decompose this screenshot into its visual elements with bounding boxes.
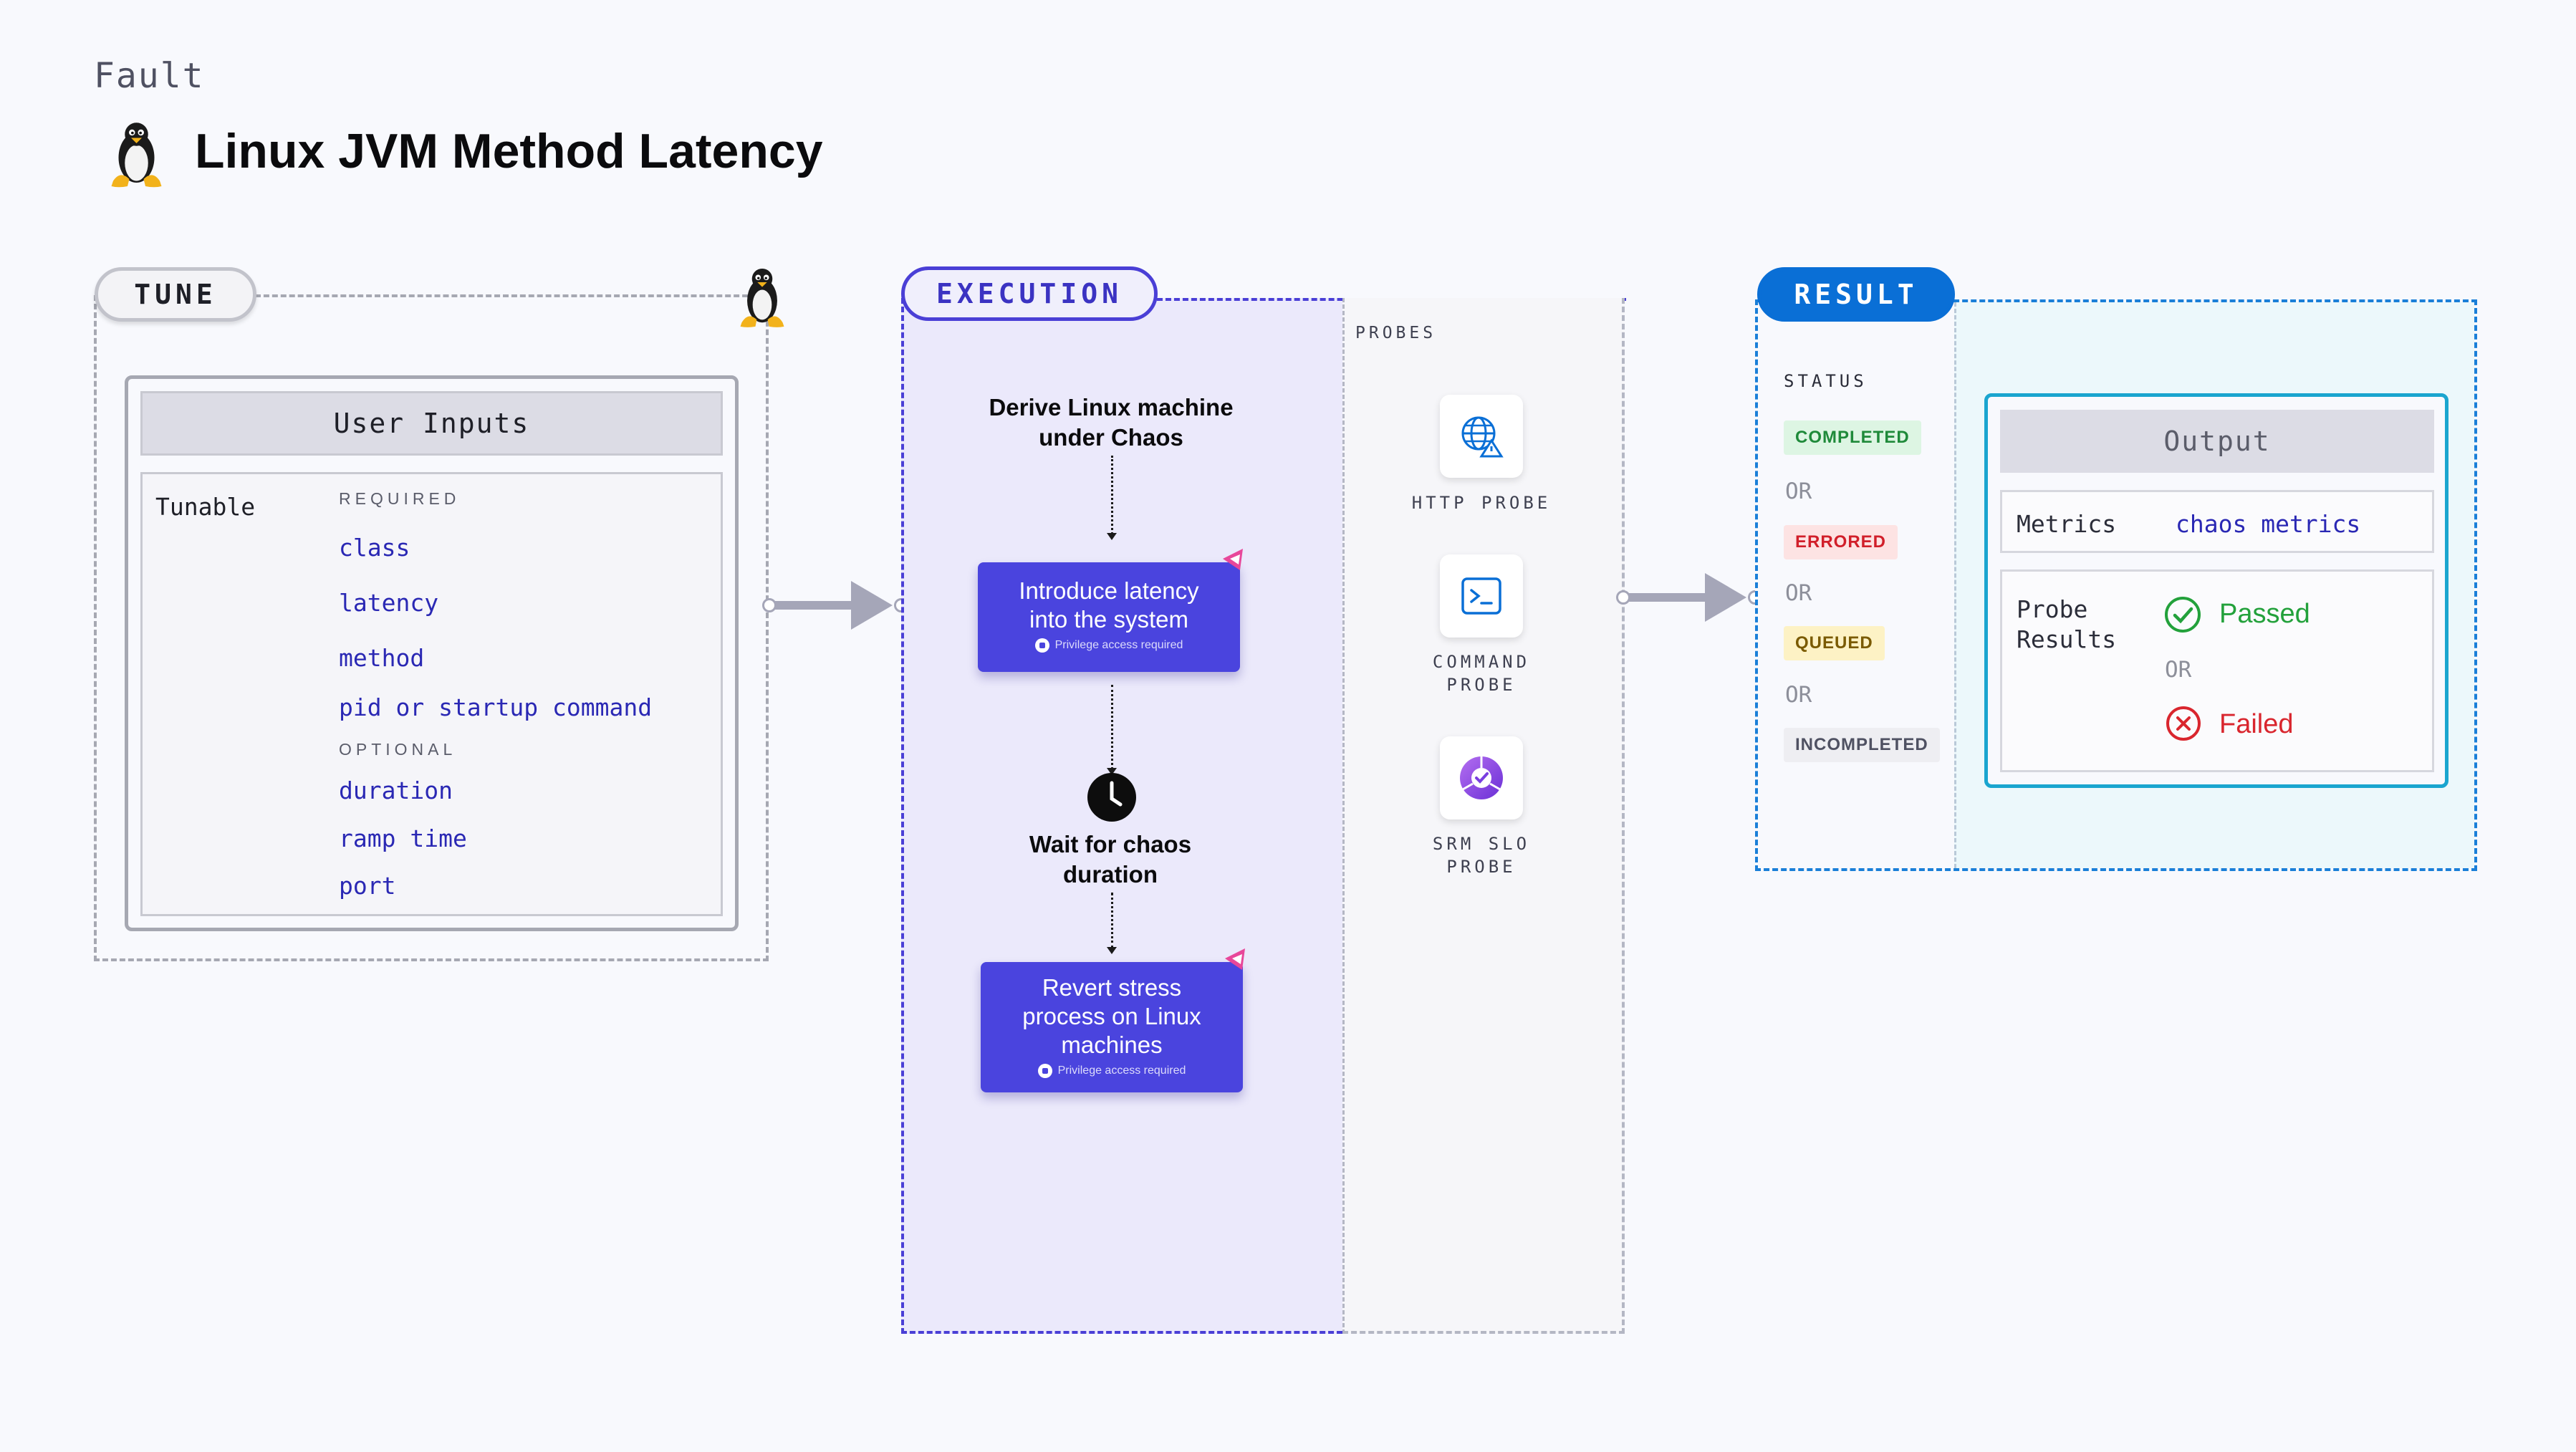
user-inputs-title: User Inputs <box>140 391 723 456</box>
lock-icon <box>1037 1064 1052 1078</box>
fault-label: Fault <box>94 56 205 96</box>
clock-icon <box>1086 771 1138 823</box>
execution-pill: EXECUTION <box>901 266 1158 321</box>
param-method: method <box>339 644 425 672</box>
chaos-badge-icon <box>1220 546 1247 573</box>
status-badge-errored: ERRORED <box>1784 525 1898 559</box>
connector-line <box>1629 593 1708 602</box>
step-introduce-latency: Introduce latency into the system Privil… <box>978 562 1240 672</box>
command-probe-card <box>1440 554 1523 638</box>
param-class: class <box>339 534 410 562</box>
or-label: OR <box>2165 657 2192 683</box>
http-probe-card <box>1440 395 1523 478</box>
check-circle-icon <box>2163 595 2202 634</box>
user-inputs-body <box>140 472 723 916</box>
step-wait-duration: Wait for chaos duration <box>1029 831 1192 888</box>
metrics-label: Metrics <box>2017 510 2117 538</box>
or-label: OR <box>1785 682 1812 708</box>
passed-label: Passed <box>2219 599 2310 629</box>
param-port: port <box>339 872 396 900</box>
required-label: REQUIRED <box>339 489 461 508</box>
metrics-row <box>2000 490 2434 553</box>
page-title: Linux JVM Method Latency <box>195 124 823 178</box>
srm-slo-probe-card <box>1440 736 1523 819</box>
or-label: OR <box>1785 580 1812 606</box>
step-introduce-latency-text: Introduce latency into the system <box>1019 577 1199 633</box>
flow-arrowhead <box>1107 768 1117 775</box>
optional-label: OPTIONAL <box>339 740 457 759</box>
terminal-icon <box>1461 577 1501 615</box>
param-pid-or-startup-command: pid or startup command <box>339 693 653 721</box>
param-ramp-time: ramp time <box>339 824 467 852</box>
tune-top-border <box>255 294 756 297</box>
flow-arrowhead <box>1107 533 1117 540</box>
srm-slo-icon <box>1460 756 1503 799</box>
http-globe-icon <box>1461 416 1504 458</box>
flow-line <box>1111 456 1113 534</box>
result-pill: RESULT <box>1757 267 1955 322</box>
tunable-label: Tunable <box>155 493 256 521</box>
param-latency: latency <box>339 589 439 617</box>
flow-line <box>1111 893 1113 948</box>
x-circle-icon <box>2165 705 2202 742</box>
step-revert-stress-text: Revert stress process on Linux machines <box>1022 974 1201 1058</box>
status-badge-incompleted: INCOMPLETED <box>1784 728 1940 762</box>
command-probe-label: COMMAND PROBE <box>1432 652 1531 695</box>
privilege-note: Privilege access required <box>1057 1064 1186 1077</box>
status-badge-queued: QUEUED <box>1784 626 1885 660</box>
srm-slo-probe-label: SRM SLO PROBE <box>1432 834 1531 877</box>
chaos-badge-icon <box>1222 946 1249 973</box>
probe-results-row <box>2000 569 2434 772</box>
metrics-value: chaos metrics <box>2176 510 2361 538</box>
connector-arrowhead <box>851 581 893 630</box>
or-label: OR <box>1785 479 1812 504</box>
status-label: STATUS <box>1784 371 1868 391</box>
connector-start-dot <box>762 598 777 612</box>
status-badge-completed: COMPLETED <box>1784 420 1921 455</box>
failed-label: Failed <box>2219 709 2294 739</box>
step-revert-stress: Revert stress process on Linux machines … <box>981 962 1243 1092</box>
probe-results-label: Probe Results <box>2017 595 2117 653</box>
linux-tux-icon <box>99 118 174 190</box>
lock-icon <box>1034 638 1049 653</box>
http-probe-label: HTTP PROBE <box>1411 493 1552 513</box>
step-derive-machine: Derive Linux machine under Chaos <box>989 394 1234 451</box>
linux-tux-icon <box>734 264 791 330</box>
connector-start-dot <box>1616 590 1630 605</box>
flow-arrowhead <box>1107 947 1117 954</box>
output-title: Output <box>2000 410 2434 473</box>
tune-pill: TUNE <box>95 267 256 322</box>
param-duration: duration <box>339 777 453 804</box>
flow-line <box>1111 685 1113 769</box>
connector-arrowhead <box>1705 573 1746 622</box>
probes-label: PROBES <box>1355 324 1437 342</box>
connector-line <box>775 601 854 610</box>
privilege-note: Privilege access required <box>1054 639 1183 651</box>
